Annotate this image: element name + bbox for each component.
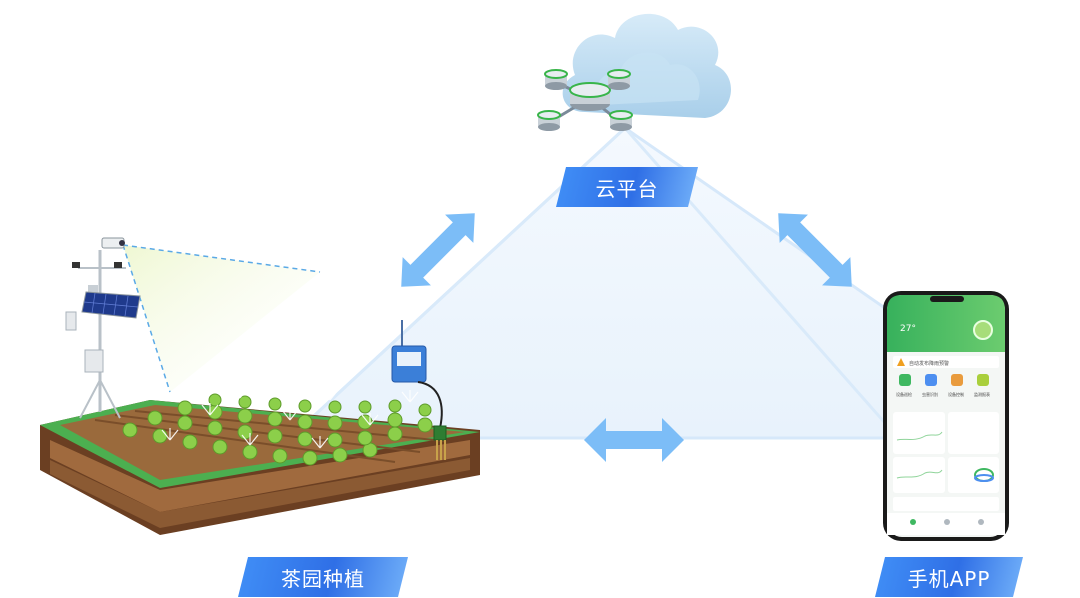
server-cluster-icon [537, 69, 633, 131]
phone-temperature: 27° [900, 324, 916, 334]
smartphone-icon [883, 291, 1009, 541]
irrigation-sprays [161, 386, 419, 449]
phone-alert-text: 自动发布降雨预警 [909, 360, 949, 367]
soil-sensor-icon [391, 320, 447, 460]
double-arrow-icon [584, 418, 684, 462]
double-arrow-icon [401, 213, 475, 287]
phone-action-label: 虫害识别 [922, 391, 938, 397]
phone-action-label: 监测报表 [974, 391, 990, 397]
mobile-app-label: 手机APP [875, 557, 1023, 597]
solar-panel-icon [81, 291, 141, 319]
double-arrow-icon [778, 213, 852, 287]
crop-plants [122, 393, 433, 466]
camera-icon [101, 237, 125, 249]
phone-action-label: 设备控制 [948, 391, 964, 397]
weather-station-icon [65, 250, 126, 419]
camera-view-beam [123, 245, 320, 392]
tea-garden-label: 茶园种植 [238, 557, 408, 597]
phone-action-label: 设备巡检 [896, 391, 912, 397]
cloud-platform-label: 云平台 [556, 167, 698, 207]
